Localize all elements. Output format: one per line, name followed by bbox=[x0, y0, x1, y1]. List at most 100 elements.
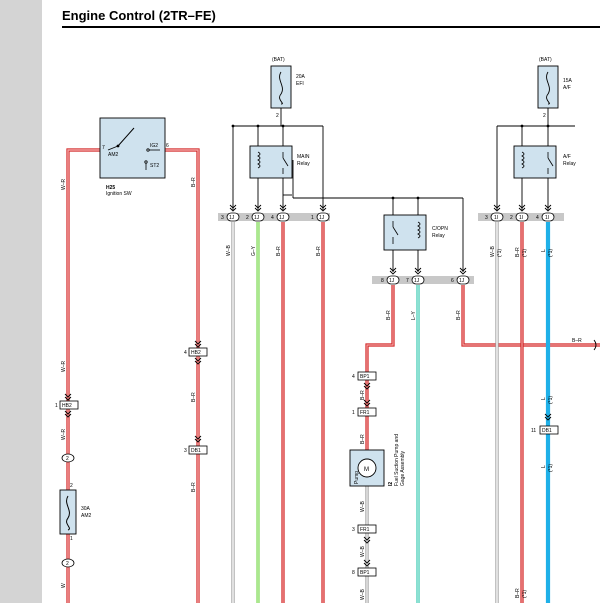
fuse-am2-rating: 30A bbox=[81, 506, 91, 512]
connector-code: 1J bbox=[254, 215, 260, 221]
wire-label: W–R bbox=[61, 179, 67, 191]
connector-i2: 8 1J 7 1J 6 1J bbox=[381, 267, 470, 285]
wire-label: (*1) bbox=[522, 590, 528, 598]
connector-code: 1I bbox=[494, 215, 498, 221]
wire-label: W–R bbox=[61, 429, 67, 441]
pump-code: I2 bbox=[388, 482, 394, 486]
inline-db1-left: 3 DB1 bbox=[184, 435, 208, 455]
connector-code: DB1 bbox=[542, 428, 552, 434]
ignition-contact-icon bbox=[117, 127, 135, 147]
pin-label: 3 bbox=[485, 215, 488, 221]
pin-label: 3 bbox=[184, 448, 187, 454]
wire-br-pump bbox=[365, 285, 395, 450]
relay-af-line1: A/F bbox=[563, 154, 571, 160]
inline-hb2-left: 1 HB2 bbox=[55, 393, 79, 418]
wire-label: (*1) bbox=[548, 464, 554, 472]
connector-code: HB2 bbox=[62, 403, 72, 409]
connector-code: BP1 bbox=[360, 570, 370, 576]
ignition-name: Ignition SW bbox=[106, 191, 132, 197]
pin-label: 11 bbox=[531, 428, 536, 434]
motor-icon bbox=[357, 458, 377, 478]
connector-code: 2 bbox=[66, 561, 69, 567]
relay-main: MAIN Relay bbox=[249, 145, 310, 179]
connector-band-i1 bbox=[218, 213, 330, 221]
wire-label: W–B bbox=[360, 501, 366, 513]
relay-af-line2: Relay bbox=[563, 161, 576, 167]
connector-code: BP1 bbox=[360, 374, 370, 380]
wire-label: B–R bbox=[386, 310, 392, 320]
wire-wr-left bbox=[66, 148, 100, 603]
fuse-am2: 30A AM2 2 1 bbox=[59, 483, 92, 542]
connector-code: 2 bbox=[66, 456, 69, 462]
relay-coil-icon bbox=[257, 151, 261, 169]
inline-oval-top: 2 bbox=[61, 453, 75, 463]
inline-fr1-bottom: 3 FR1 bbox=[352, 524, 377, 544]
inline-bp1-bottom: 8 BP1 bbox=[352, 559, 377, 577]
connector-code: HB2 bbox=[191, 350, 201, 356]
fuse-af-name: A/F bbox=[563, 85, 571, 91]
pin-label: 4 bbox=[536, 215, 539, 221]
ignition-st2: ST2 bbox=[150, 163, 159, 169]
wire-label: B–R bbox=[191, 482, 197, 492]
wire-label: B–R bbox=[515, 247, 521, 257]
relay-coil-icon bbox=[521, 151, 525, 169]
wire-label: W–B bbox=[490, 246, 496, 258]
ignition-switch: 7 AM2 IG2 6 ST2 H25 Ignition SW bbox=[99, 117, 169, 197]
pin-label: 1 bbox=[352, 410, 355, 416]
connector-code: 1J bbox=[229, 215, 235, 221]
connector-code: FR1 bbox=[360, 410, 370, 416]
pin-label: 2 bbox=[246, 215, 249, 221]
relay-af: A/F Relay bbox=[513, 145, 576, 179]
wire-labels: W–R W–R W–R W B–R B–R B–R W–B G–Y B–R B–… bbox=[61, 177, 582, 600]
relay-switch-icon bbox=[547, 157, 554, 167]
pin-label: 1 bbox=[55, 403, 58, 409]
inline-fr1-top: 1 FR1 bbox=[352, 399, 377, 417]
inline-bp1-top: 4 BP1 bbox=[352, 371, 377, 390]
page-title: Engine Control (2TR–FE) bbox=[62, 8, 216, 23]
ignition-am2: AM2 bbox=[108, 152, 119, 158]
wire-label: L bbox=[541, 249, 547, 252]
pin-label: 1 bbox=[311, 215, 314, 221]
pump-name-line2: Gage Assembly bbox=[400, 450, 406, 486]
relay-main-line2: Relay bbox=[297, 161, 310, 167]
wire-label: (*1) bbox=[497, 249, 503, 257]
fuse-am2-pin-in: 2 bbox=[70, 483, 73, 489]
wire-label: B–R bbox=[276, 246, 282, 256]
connector-code: DB1 bbox=[191, 448, 201, 454]
relay-copn-line1: C/OPN bbox=[432, 226, 448, 232]
fuse-af: (BAT) 15A A/F 2 bbox=[537, 57, 573, 119]
wire-label: L bbox=[541, 397, 547, 400]
pump-name-line1: Fuel Suction Pump and bbox=[394, 434, 400, 486]
inline-hb2-right: 4 HB2 bbox=[184, 340, 208, 365]
relay-copn-line2: Relay bbox=[432, 233, 445, 239]
wire-label: B–R bbox=[360, 434, 366, 444]
wire-label: L bbox=[541, 465, 547, 468]
wire-label: B–R bbox=[316, 246, 322, 256]
fuse-icon bbox=[279, 71, 283, 105]
pin-label: 4 bbox=[184, 350, 187, 356]
ignition-code: H25 bbox=[106, 185, 115, 191]
fuse-icon bbox=[66, 495, 70, 531]
wire-label: W–B bbox=[360, 546, 366, 558]
wire-label: B–R bbox=[515, 588, 521, 598]
fuse-am2-name: AM2 bbox=[81, 513, 92, 519]
pin-label: 4 bbox=[352, 374, 355, 380]
fuse-am2-pin-out: 1 bbox=[70, 536, 73, 542]
wire-br-i2-6 bbox=[461, 285, 600, 347]
ignition-pin-left: 7 bbox=[102, 145, 105, 151]
connector-i3: 3 1I 2 1I 4 1I bbox=[485, 204, 555, 222]
fuse-af-supply: (BAT) bbox=[539, 57, 552, 63]
wire-label: B–R bbox=[360, 390, 366, 400]
pin-label: 2 bbox=[510, 215, 513, 221]
fuse-af-rating: 15A bbox=[563, 78, 573, 84]
wire-label: (*1) bbox=[548, 396, 554, 404]
relay-main-line1: MAIN bbox=[297, 154, 310, 160]
inline-db1-right: 11 DB1 bbox=[531, 413, 559, 435]
wire-label: W–R bbox=[61, 361, 67, 373]
wire-label: W–B bbox=[360, 589, 366, 601]
connector-code: 1J bbox=[279, 215, 285, 221]
fuse-icon bbox=[546, 71, 550, 105]
relay-coil-icon bbox=[417, 221, 421, 239]
fuse-efi-supply: (BAT) bbox=[272, 57, 285, 63]
